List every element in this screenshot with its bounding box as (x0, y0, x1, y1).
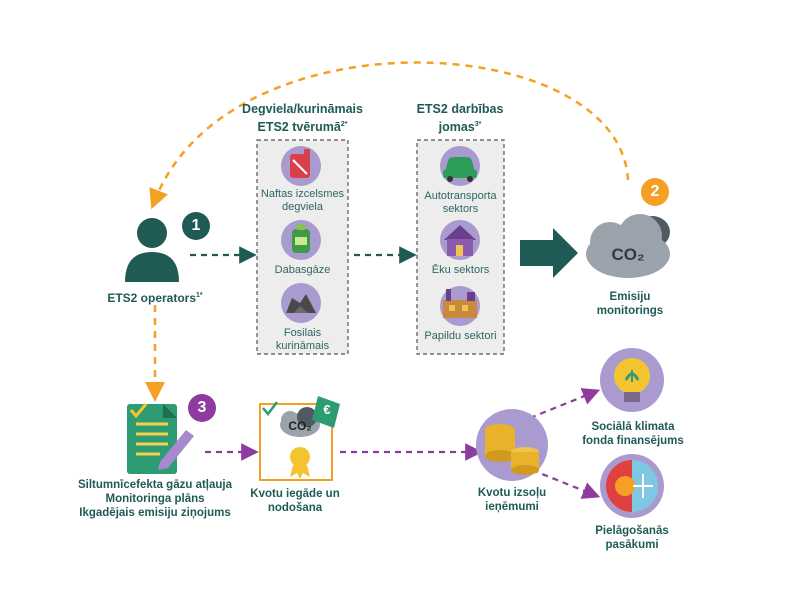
arrow-sectors-to-monitoring (520, 228, 578, 278)
coins-icon (476, 409, 548, 481)
arrow-revenue-to-social (529, 388, 601, 420)
document-icon (127, 403, 194, 474)
coal-icon (281, 283, 321, 323)
sector-item-buildings: Ēku sektors (431, 264, 490, 276)
euro-symbol: € (323, 402, 331, 417)
car-icon (440, 146, 480, 186)
feedback-arc-arrow (149, 61, 630, 210)
fuels-title: Degviela/kurināmais ETS2 tvērumā2* (242, 102, 363, 135)
co2-cloud-icon (586, 214, 670, 278)
fuel-canister-icon (281, 146, 321, 186)
step-badge-3: 3 (188, 394, 216, 422)
lightbulb-icon (600, 348, 664, 412)
house-icon (440, 220, 480, 260)
gas-cylinder-icon (281, 220, 321, 260)
quota-co2-label: CO₂ (288, 419, 312, 433)
fuel-item-gas: Dabasgāze (274, 264, 331, 276)
sector-item-other: Papildu sektori (424, 330, 497, 342)
documents-label: Siltumnīcefekta gāzu atļauja Monitoringa… (77, 479, 232, 519)
step-badge-1: 1 (182, 212, 210, 240)
step-badge-2: 2 (641, 178, 669, 206)
euro-tag-icon (312, 396, 340, 428)
factory-icon (440, 286, 480, 326)
hot-cold-icon (600, 454, 664, 518)
co2-label: CO₂ (611, 245, 645, 264)
sectors-title: ETS2 darbības jomas3* (416, 102, 504, 135)
person-icon (125, 218, 179, 282)
operator-label: ETS2 operators1* (107, 291, 203, 305)
